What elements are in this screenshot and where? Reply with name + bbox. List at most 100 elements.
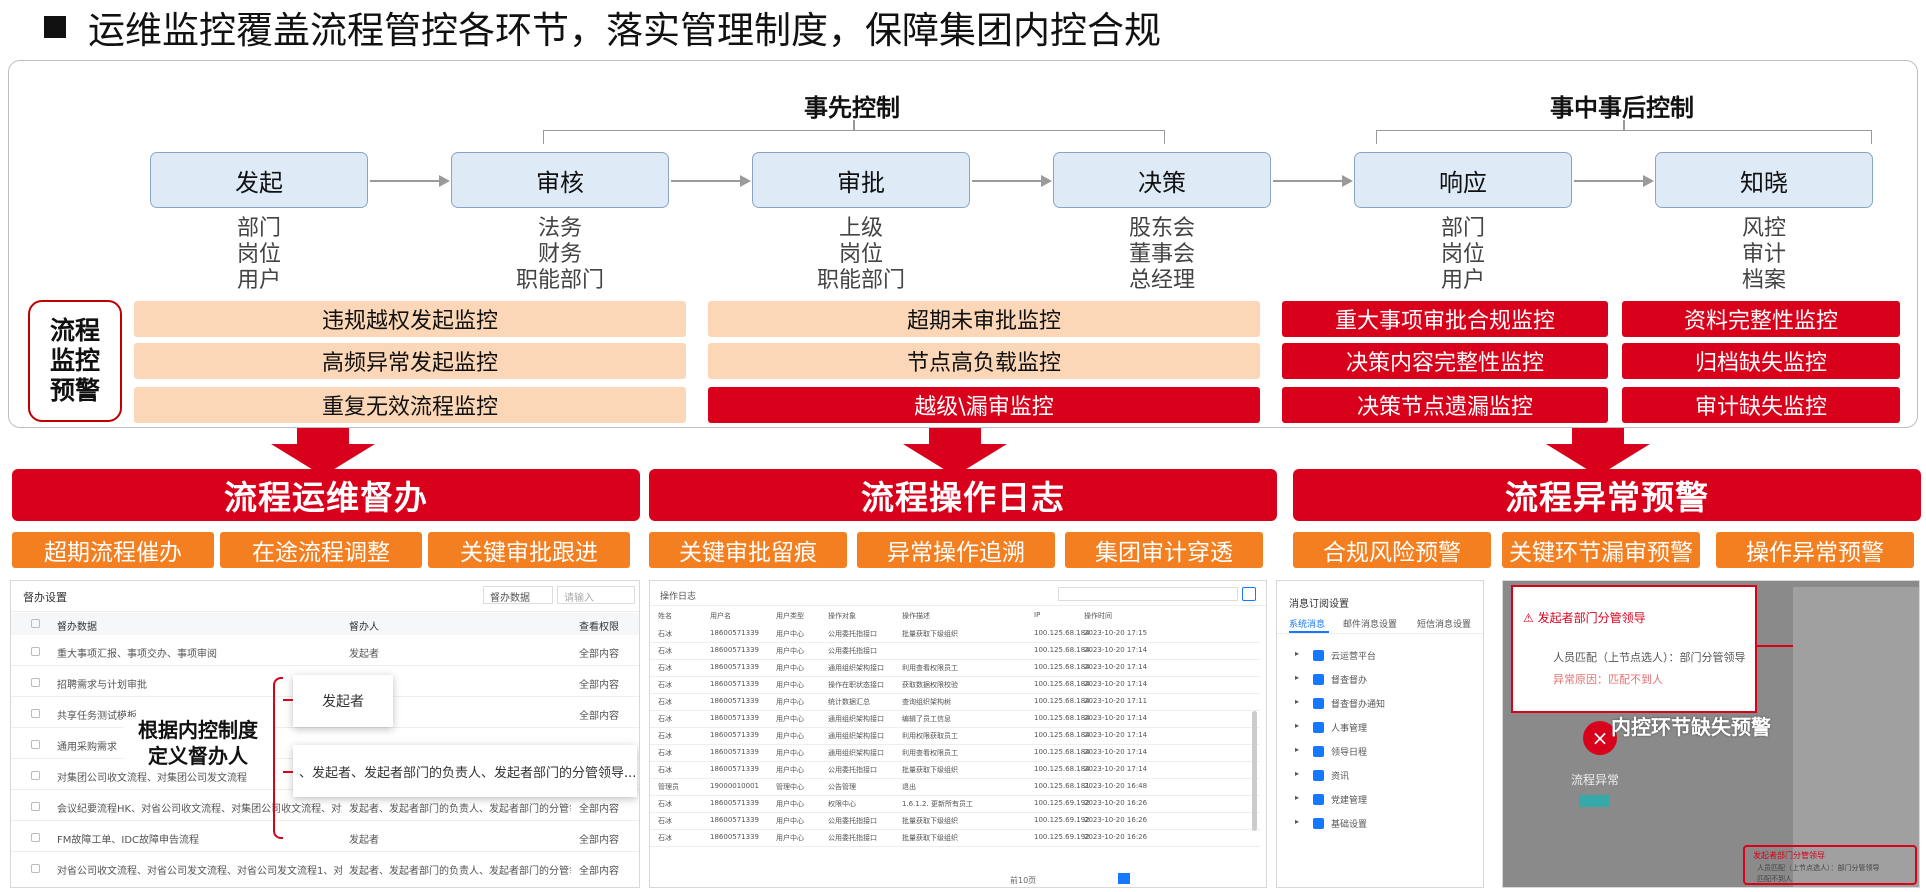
side-bottom-alert: 发起者部门分管领导 人员匹配（上节点选人）：部门分管领导 匹配不到人 <box>1743 845 1917 885</box>
log-cell: 石冰 <box>658 732 672 740</box>
subscription-item: 领导日程 <box>1331 748 1368 758</box>
expand-caret-icon[interactable]: ▸ <box>1295 793 1300 802</box>
log-cell: 18600571339 <box>710 731 759 739</box>
log-cell: 2023-10-20 17:15 <box>1084 629 1148 637</box>
log-cell: 用户中心 <box>776 800 804 808</box>
shot2-filter-bar[interactable] <box>1058 587 1238 601</box>
section-post-tick <box>1623 120 1625 131</box>
alert-title-text: 发起者部门分管领导 <box>1537 611 1646 625</box>
status-label: 流程异常 <box>1571 773 1620 787</box>
pager-text[interactable]: 前10页 <box>1010 876 1037 885</box>
checkbox-checked-icon[interactable] <box>1313 794 1324 805</box>
checkbox-checked-icon[interactable] <box>1313 674 1324 685</box>
tab-sms[interactable]: 短信消息设置 <box>1417 620 1472 630</box>
log-row-divider <box>650 761 1260 762</box>
shot2-more-button[interactable] <box>1242 587 1256 601</box>
log-cell: 获取数据权限校验 <box>902 681 958 689</box>
table-cell: 对省公司收文流程、对省公司发文流程、对省公司发文流程1、对省公司... <box>57 866 342 877</box>
log-cell: 100.125.68.184 <box>1034 765 1090 773</box>
shot1-header: 督办设置 <box>23 591 67 604</box>
log-cell: 用户中心 <box>776 817 804 825</box>
log-cell: 石冰 <box>658 681 672 689</box>
monitor-item: 高频异常发起监控 <box>134 343 686 379</box>
log-cell: 用户中心 <box>776 766 804 774</box>
role-text: 法务 <box>537 216 582 241</box>
log-cell: 100.125.68.184 <box>1034 663 1090 671</box>
screenshot-subscription-settings: 消息订阅设置 系统消息 邮件消息设置 短信消息设置 ▸云运营平台▸督查督办▸督查… <box>1276 580 1484 888</box>
expand-caret-icon[interactable]: ▸ <box>1295 697 1300 706</box>
checkbox-checked-icon[interactable] <box>1313 818 1324 829</box>
table-cell: FM故障工单、IDC故障申告流程 <box>57 835 200 846</box>
side-panel <box>1793 587 1919 887</box>
subscription-item: 督查督办 <box>1331 676 1368 686</box>
subscription-item: 督查督办通知 <box>1331 700 1386 710</box>
log-cell: 2023-10-20 16:48 <box>1084 782 1148 790</box>
log-cell: 100.125.69.192 <box>1034 816 1090 824</box>
action-button[interactable] <box>1579 795 1609 807</box>
role-text: 风控 <box>1741 216 1786 241</box>
log-row-divider <box>650 795 1260 796</box>
log-col-header: 用户名 <box>710 612 731 620</box>
log-cell: 管理中心 <box>776 783 804 791</box>
role-text: 档案 <box>1741 268 1786 293</box>
log-cell: 18600571339 <box>710 680 759 688</box>
expand-caret-icon[interactable]: ▸ <box>1295 721 1300 730</box>
role-text: 上级 <box>838 216 883 241</box>
section-pre-bracket <box>543 130 1165 144</box>
shot1-search-input[interactable]: 请输入 <box>557 586 635 604</box>
log-cell: 100.125.68.184 <box>1034 714 1090 722</box>
stage-roles-approve: 上级岗位职能部门 <box>752 216 970 294</box>
tag-item: 在途流程调整 <box>220 532 422 568</box>
log-row-divider <box>650 829 1260 830</box>
expand-caret-icon[interactable]: ▸ <box>1295 769 1300 778</box>
role-text: 岗位 <box>1440 242 1485 267</box>
subscription-item: 人事管理 <box>1331 724 1368 734</box>
log-cell: 公用委托指接口 <box>828 817 877 825</box>
screenshot-supervision-settings: 督办设置 督办数据 请输入 督办数据 督办人 查看权限 重大事项汇报、事项交办、… <box>10 580 640 888</box>
table-cell: 发起者 <box>349 835 379 846</box>
role-text: 审计 <box>1741 242 1786 267</box>
table-cell: 发起者、发起者部门的负责人、发起者部门的分管领导... <box>349 866 571 877</box>
stage-roles-initiate: 部门岗位用户 <box>150 216 368 294</box>
expand-caret-icon[interactable]: ▸ <box>1295 649 1300 658</box>
tab-active-indicator <box>1289 631 1329 633</box>
tab-system[interactable]: 系统消息 <box>1289 620 1326 630</box>
log-cell: 用户中心 <box>776 749 804 757</box>
checkbox-checked-icon[interactable] <box>1313 698 1324 709</box>
table-cell: 发起者 <box>349 649 379 660</box>
log-row-divider <box>650 659 1260 660</box>
expand-caret-icon[interactable]: ▸ <box>1295 673 1300 682</box>
subscription-item: 云运营平台 <box>1331 652 1377 662</box>
monitor-item: 越级\漏审监控 <box>708 387 1260 423</box>
shot2-header: 操作日志 <box>660 592 697 602</box>
alert-title: ⚠ 发起者部门分管领导 <box>1523 611 1646 625</box>
log-cell: 用户中心 <box>776 715 804 723</box>
log-col-header: IP <box>1034 611 1041 619</box>
shot1-filter-select[interactable]: 督办数据 <box>483 586 553 604</box>
log-cell: 石冰 <box>658 715 672 723</box>
log-cell: 公用委托指接口 <box>828 647 877 655</box>
monitor-item: 审计缺失监控 <box>1622 387 1900 423</box>
log-row-divider <box>650 676 1260 677</box>
error-circle-icon: × <box>1583 721 1617 755</box>
role-text: 股东会 <box>1128 216 1195 241</box>
alert-match-line: 人员匹配（上节点选人）：部门分管领导 <box>1553 651 1746 664</box>
log-cell: 100.125.69.192 <box>1034 833 1090 841</box>
scrollbar[interactable] <box>1252 711 1257 831</box>
checkbox-checked-icon[interactable] <box>1313 722 1324 733</box>
table-cell: 招聘需求与计划审批 <box>57 680 147 691</box>
tab-email[interactable]: 邮件消息设置 <box>1343 620 1398 630</box>
checkbox-checked-icon[interactable] <box>1313 650 1324 661</box>
log-cell: 100.125.68.184 <box>1034 646 1090 654</box>
tag-item: 合规风险预警 <box>1293 532 1491 568</box>
expand-caret-icon[interactable]: ▸ <box>1295 745 1300 754</box>
checkbox-checked-icon[interactable] <box>1313 770 1324 781</box>
expand-caret-icon[interactable]: ▸ <box>1295 817 1300 826</box>
log-cell: 18600571339 <box>710 697 759 705</box>
checkbox-checked-icon[interactable] <box>1313 746 1324 757</box>
log-col-header: 操作描述 <box>902 612 930 620</box>
log-cell: 用户中心 <box>776 647 804 655</box>
pager-current[interactable] <box>1118 873 1130 884</box>
table-cell: 发起者、发起者部门的负责人、发起者部门的分管领导... <box>349 804 571 815</box>
